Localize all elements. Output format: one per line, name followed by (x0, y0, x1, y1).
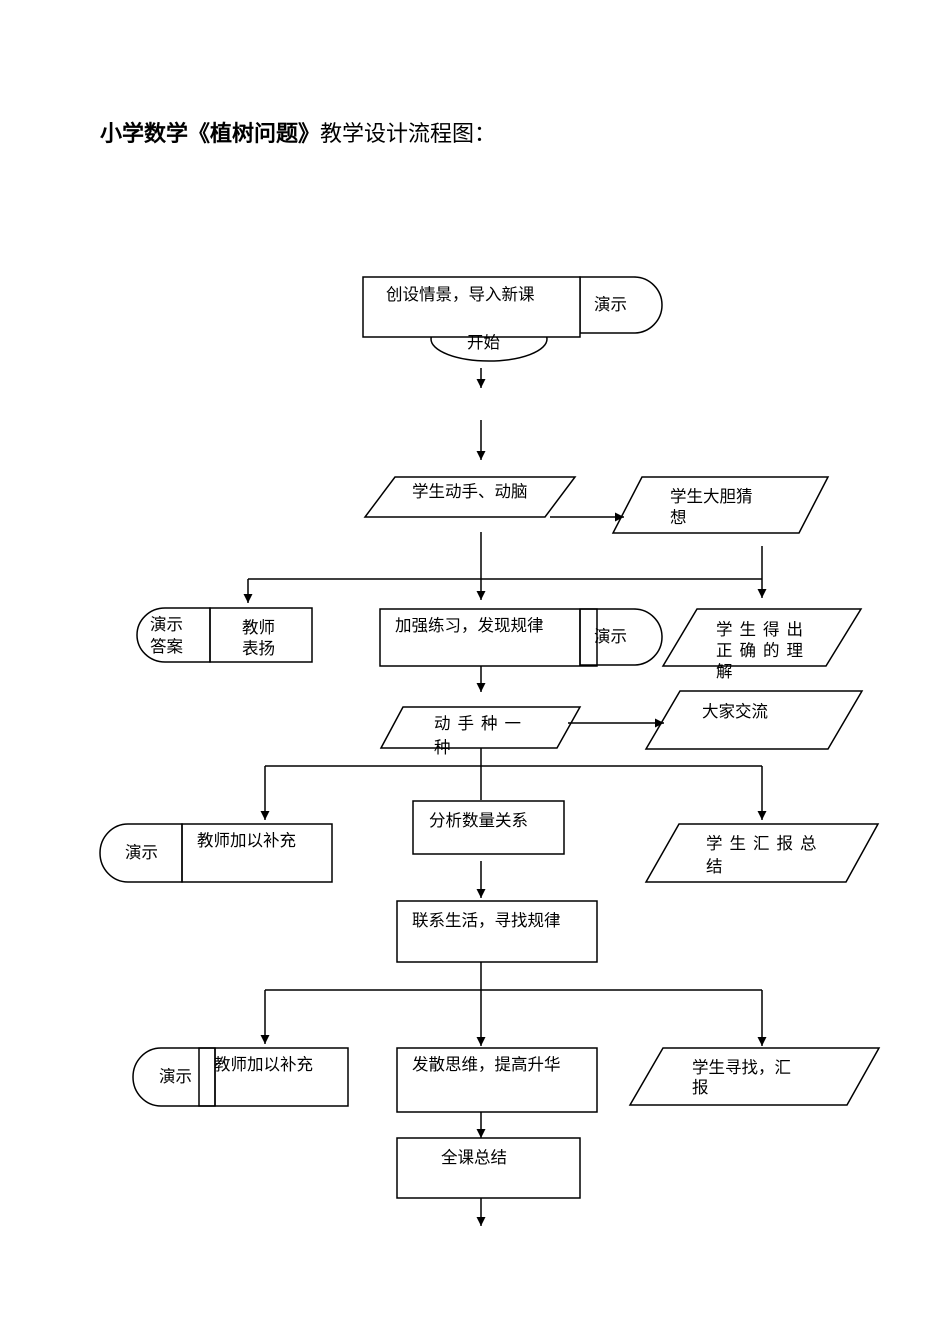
demo-answer-shape (136, 607, 211, 663)
understand-label-1: 学生得出 (716, 620, 810, 639)
demo-answer-label-1: 演示 (150, 615, 183, 634)
understand-shape (661, 608, 863, 667)
understand-label-2: 正确的理 (716, 641, 810, 660)
life-label: 联系生活，寻找规律 (412, 911, 561, 930)
supplement-1-box (181, 823, 333, 883)
analyze-label: 分析数量关系 (429, 811, 528, 830)
demo-4-label: 演示 (159, 1067, 192, 1086)
demo-answer-label-2: 答案 (150, 637, 183, 656)
guess-shape (611, 476, 830, 534)
plant-label-1: 动手种一 (434, 714, 528, 733)
demo-2-label: 演示 (594, 627, 627, 646)
supplement-2-label: 教师加以补充 (214, 1055, 313, 1074)
hands-on-shape (363, 476, 577, 518)
intro-label: 创设情景，导入新课 (386, 285, 535, 304)
report-shape (644, 823, 880, 883)
demo-3-shape (99, 823, 183, 883)
exchange-shape (644, 690, 864, 750)
supplement-2-box (198, 1047, 349, 1107)
summary-box (396, 1137, 581, 1199)
plant-label-2: 种 (434, 738, 451, 757)
demo-1-label: 演示 (594, 295, 627, 314)
demo-1-shape (579, 276, 663, 334)
start-label: 开始 (467, 333, 500, 352)
hands-on-label: 学生动手、动脑 (412, 482, 528, 501)
supplement-1-label: 教师加以补充 (197, 831, 296, 850)
find-report-shape (628, 1047, 881, 1106)
demo-2-shape (579, 608, 663, 666)
praise-box (209, 607, 313, 663)
demo-3-label: 演示 (125, 843, 158, 862)
praise-label-1: 教师 (242, 618, 275, 637)
diverge-box (396, 1047, 598, 1113)
practice-box (379, 608, 598, 667)
find-report-label-1: 学生寻找，汇 (692, 1058, 791, 1077)
summary-label: 全课总结 (441, 1148, 507, 1167)
report-label-1: 学生汇报总 (706, 834, 824, 853)
analyze-box (412, 800, 565, 855)
title-normal-part: 教学设计流程图： (320, 122, 497, 147)
page-title: 小学数学《植树问题》教学设计流程图： (100, 116, 496, 148)
plant-shape (379, 706, 582, 749)
intro-box (362, 276, 581, 338)
demo-4-shape (132, 1047, 216, 1107)
find-report-label-2: 报 (692, 1078, 709, 1097)
life-box (396, 900, 598, 963)
guess-label-1: 学生大胆猜 (670, 487, 753, 506)
diverge-label: 发散思维，提高升华 (412, 1055, 561, 1074)
praise-label-2: 表扬 (242, 639, 275, 658)
practice-label: 加强练习，发现规律 (395, 616, 544, 635)
guess-label-2: 想 (670, 508, 687, 527)
report-label-2: 结 (706, 857, 723, 876)
understand-label-3: 解 (716, 662, 733, 681)
exchange-label: 大家交流 (702, 702, 768, 721)
title-bold-part: 小学数学《植树问题》 (100, 122, 321, 147)
